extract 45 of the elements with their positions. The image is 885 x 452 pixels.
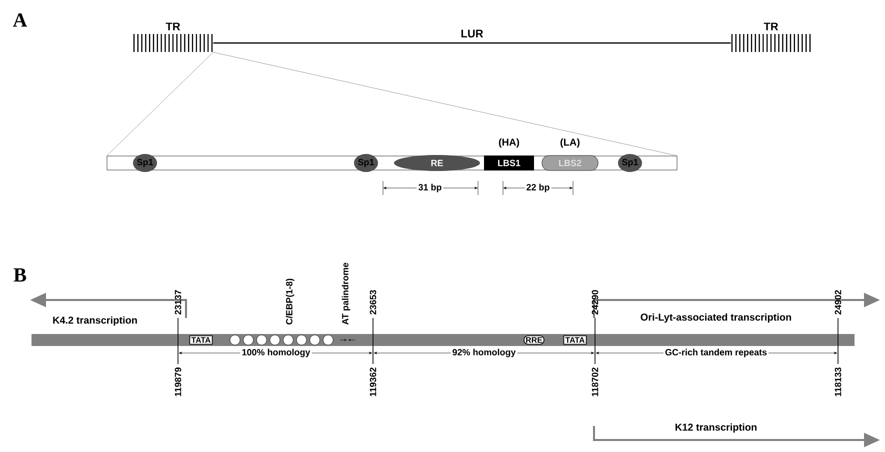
binding-site-box: LBS1 bbox=[484, 156, 534, 170]
binding-site-box: LBS2 bbox=[542, 155, 598, 171]
binding-site-circle bbox=[230, 334, 240, 346]
coordinate-label: 24290 bbox=[592, 290, 598, 314]
label-text: K12 transcription bbox=[676, 423, 756, 433]
binding-site-oval: Sp1 bbox=[618, 154, 642, 172]
site-label: (LA) bbox=[560, 138, 580, 148]
coordinate-label: 23137 bbox=[174, 290, 182, 314]
binding-site-circle bbox=[270, 334, 280, 346]
motif-box: RRE bbox=[524, 335, 544, 345]
site-label: (HA) bbox=[498, 138, 520, 148]
repeat-block: TR bbox=[133, 22, 213, 52]
label-text: AT palindrome bbox=[342, 262, 350, 325]
coordinate-label: 119362 bbox=[370, 368, 376, 396]
label-text: K4.2 transcription bbox=[53, 316, 137, 326]
panel-letter: A bbox=[12, 13, 28, 27]
connector-line bbox=[213, 42, 731, 44]
binding-site-oval: Sp1 bbox=[354, 154, 378, 172]
coordinate-label: 118133 bbox=[834, 368, 842, 396]
dimension-label: 100% homology bbox=[242, 348, 310, 358]
dimension-label: 92% homology bbox=[452, 348, 516, 358]
dimension-label: 22 bp bbox=[526, 184, 550, 192]
binding-site-circle bbox=[243, 334, 254, 346]
binding-site-circle bbox=[322, 334, 334, 346]
label-text: Ori-Lyt-associated transcription bbox=[640, 313, 792, 323]
dimension-label: 31 bp bbox=[418, 184, 442, 192]
coordinate-label: 24902 bbox=[834, 290, 842, 314]
binding-site-oval: Sp1 bbox=[133, 154, 157, 172]
panel-letter: B bbox=[14, 268, 26, 282]
coordinate-label: 119879 bbox=[174, 368, 182, 396]
coordinate-label: 118702 bbox=[592, 368, 598, 396]
dimension-label: GC-rich tandem repeats bbox=[665, 348, 767, 358]
label-text: C/EBP(1-8) bbox=[286, 278, 294, 324]
binding-site-circle bbox=[283, 334, 294, 346]
motif-box: TATA bbox=[563, 335, 587, 345]
coordinate-label: 23653 bbox=[370, 290, 376, 314]
connector-line bbox=[213, 52, 678, 156]
edge-label: LUR bbox=[461, 30, 484, 38]
binding-site-circle bbox=[296, 334, 307, 346]
binding-site-circle bbox=[310, 334, 320, 346]
element-oval: RE bbox=[394, 155, 480, 171]
motif-box: TATA bbox=[189, 335, 213, 345]
binding-site-circle bbox=[256, 334, 267, 346]
repeat-block: TR bbox=[731, 22, 811, 52]
connector-line bbox=[106, 52, 214, 156]
